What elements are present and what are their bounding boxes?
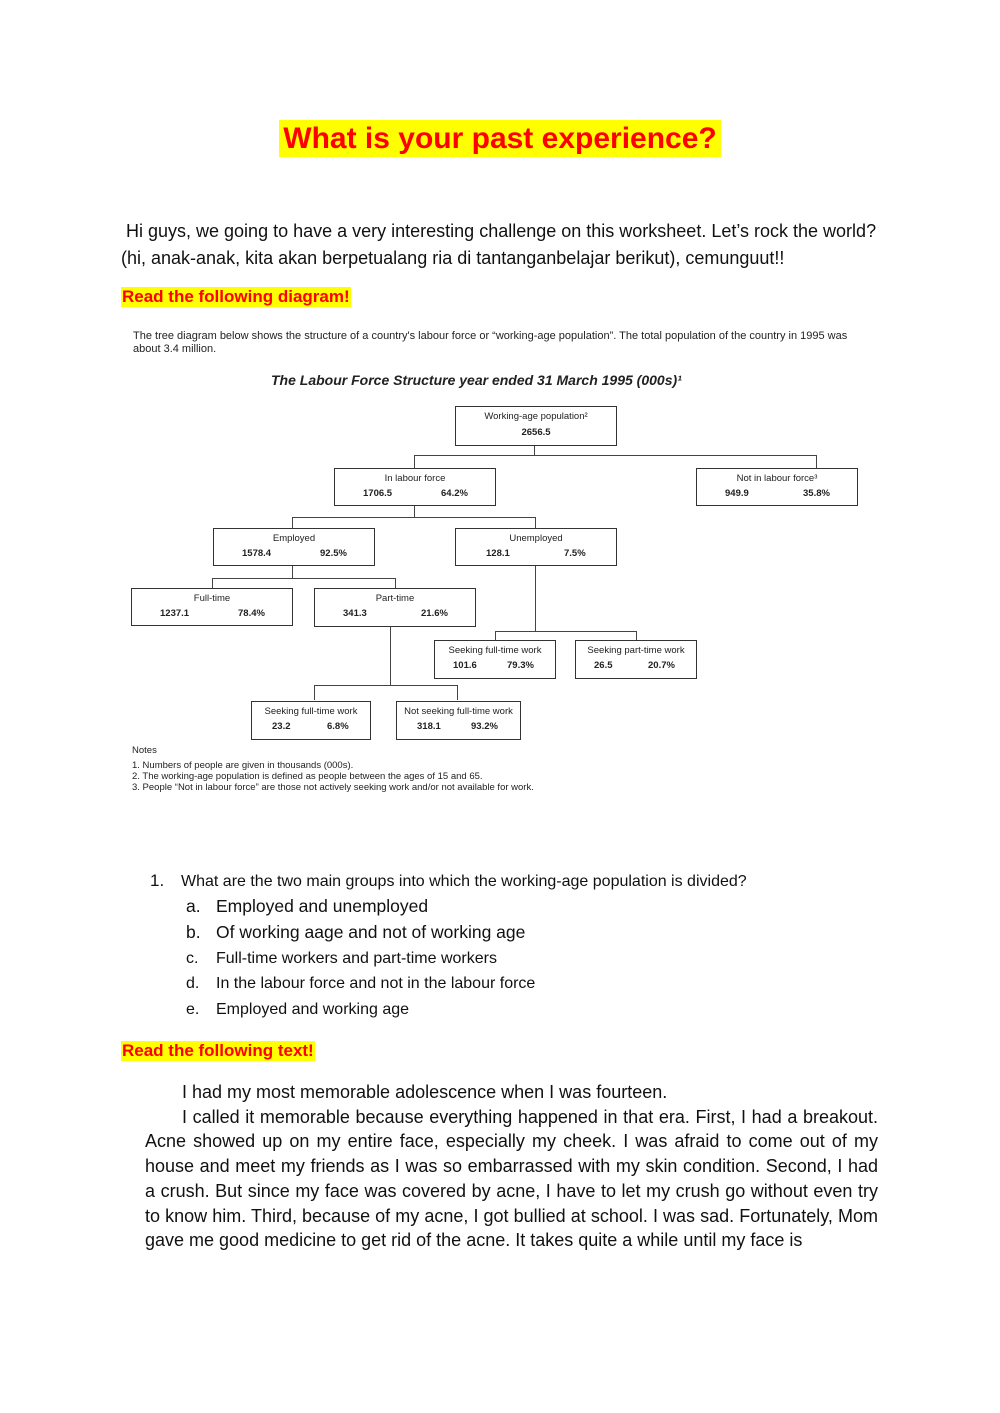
diagram-notes: Notes 1. Numbers of people are given in … [132,745,534,793]
option-b[interactable]: b. Of working aage and not of working age [186,922,525,943]
box-working-age: Working-age population² 2656.5 [455,406,617,446]
box-value: 1706.5 [363,488,393,499]
box-percent: 20.7% [648,660,675,671]
option-letter: a. [186,896,201,916]
box-seeking-full-time-part-timers: Seeking full-time work 23.2 6.8% [251,701,371,740]
intro-line-1: Hi guys, we going to have a very interes… [126,221,877,241]
connector-line [534,445,536,456]
box-label: Full-time [193,593,231,604]
box-label: Part-time [375,593,415,604]
intro-line-2: (hi, anak-anak, kita akan berpetualang r… [121,248,785,268]
box-label: Seeking full-time work [264,706,358,717]
box-seeking-part-time-unemployed: Seeking part-time work 26.5 20.7% [575,640,697,679]
story-text: I had my most memorable adolescence when… [145,1080,878,1253]
box-value: 1237.1 [160,608,190,619]
connector-line [457,685,459,700]
box-label: Working-age population² [484,411,588,422]
question-text: What are the two main groups into which … [181,873,747,890]
connector-line [495,631,637,633]
box-percent: 78.4% [238,608,265,619]
box-not-seeking-full-time-part-timers: Not seeking full-time work 318.1 93.2% [396,701,521,740]
labour-force-diagram: The tree diagram below shows the structu… [125,330,875,800]
box-label: Seeking full-time work [448,645,542,656]
box-percent: 7.5% [564,548,586,559]
box-label: Seeking part-time work [587,645,685,656]
connector-line [212,578,396,580]
box-percent: 93.2% [471,721,498,732]
connector-line [292,517,294,529]
option-d[interactable]: d. In the labour force and not in the lab… [186,975,535,993]
note-1: 1. Numbers of people are given in thousa… [132,760,354,771]
box-part-time: Part-time 341.3 21.6% [314,588,476,627]
box-percent: 79.3% [507,660,534,671]
option-text: Of working aage and not of working age [216,922,526,942]
connector-line [314,685,316,700]
box-label: Not in labour force³ [736,473,818,484]
box-label: Unemployed [509,533,563,544]
heading-read-diagram: Read the following diagram! [121,287,351,307]
story-paragraph-2: I called it memorable because everything… [145,1106,878,1251]
intro-paragraph: Hi guys, we going to have a very interes… [121,218,891,272]
box-value: 318.1 [417,721,441,732]
box-value: 949.9 [725,488,749,499]
box-percent: 64.2% [441,488,468,499]
box-label: Not seeking full-time work [404,706,513,717]
connector-line [292,565,294,578]
heading-read-text: Read the following text! [121,1041,315,1061]
question-1: 1. What are the two main groups into whic… [150,871,747,891]
option-letter: d. [186,975,200,992]
option-a[interactable]: a. Employed and unemployed [186,896,428,917]
box-full-time: Full-time 1237.1 78.4% [131,588,293,626]
box-label: In labour force [384,473,446,484]
box-label: Employed [272,533,316,544]
box-percent: 35.8% [803,488,830,499]
question-number: 1. [150,871,165,890]
box-percent: 21.6% [421,608,448,619]
box-value: 128.1 [486,548,510,559]
box-percent: 92.5% [320,548,347,559]
story-paragraph-1: I had my most memorable adolescence when… [182,1082,668,1102]
box-percent: 6.8% [327,721,349,732]
connector-line [495,631,497,641]
box-value: 101.6 [453,660,477,671]
box-value: 26.5 [594,660,613,671]
connector-line [395,578,397,589]
box-value: 1578.4 [242,548,272,559]
option-e[interactable]: e. Employed and working age [186,1001,409,1019]
box-value: 341.3 [343,608,367,619]
connector-line [535,517,537,529]
worksheet-title-text: What is your past experience? [279,120,721,157]
box-employed: Employed 1578.4 92.5% [213,528,375,566]
worksheet-title: What is your past experience? [0,120,1000,157]
option-text: Full-time workers and part-time workers [216,950,497,967]
option-c[interactable]: c. Full-time workers and part-time worker… [186,950,497,968]
connector-line [414,455,416,469]
connector-line [212,578,214,589]
connector-line [390,626,392,685]
box-seeking-full-time-unemployed: Seeking full-time work 101.6 79.3% [434,640,556,679]
box-value: 23.2 [272,721,291,732]
option-text: Employed and unemployed [216,896,429,916]
box-not-in-labour-force: Not in labour force³ 949.9 35.8% [696,468,858,506]
connector-line [414,505,416,517]
option-text: In the labour force and not in the labou… [216,975,536,992]
note-2: 2. The working-age population is defined… [132,771,483,782]
option-letter: c. [186,950,199,967]
option-letter: e. [186,1001,200,1018]
connector-line [535,565,537,631]
connector-line [314,685,458,687]
connector-line [414,455,817,457]
connector-line [292,517,536,519]
box-unemployed: Unemployed 128.1 7.5% [455,528,617,566]
box-in-labour-force: In labour force 1706.5 64.2% [334,468,496,506]
connector-line [636,631,638,641]
connector-line [816,455,818,469]
note-3: 3. People “Not in labour force” are thos… [132,782,534,793]
diagram-intro: The tree diagram below shows the structu… [133,330,848,355]
notes-title: Notes [132,745,157,756]
diagram-title: The Labour Force Structure year ended 31… [271,372,682,388]
box-value: 2656.5 [521,427,551,438]
option-letter: b. [186,922,201,942]
option-text: Employed and working age [216,1001,410,1018]
